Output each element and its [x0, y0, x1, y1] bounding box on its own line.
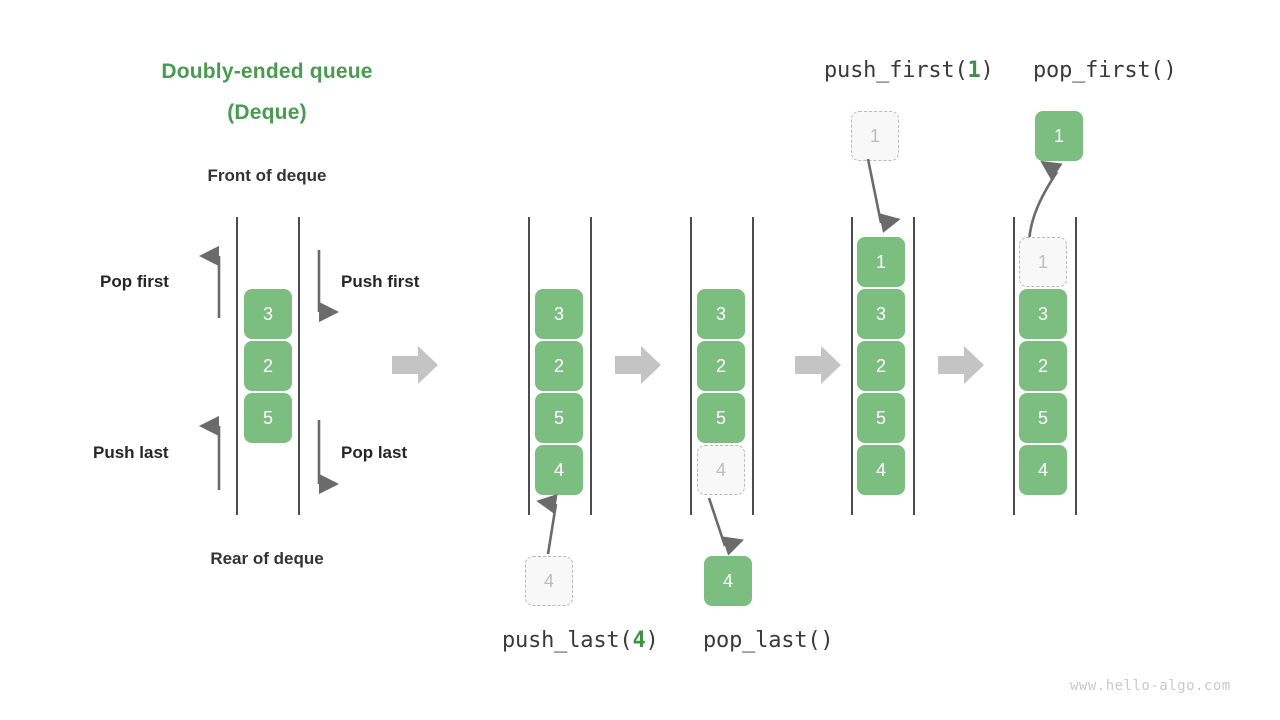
push-first-arrow-icon — [317, 250, 340, 323]
rail-right — [590, 217, 592, 515]
push-last-op-close: ) — [645, 628, 659, 653]
cell: 3 — [697, 289, 745, 339]
push-first-op-name: push_first( — [824, 58, 968, 83]
push-last-label: Push last — [93, 443, 169, 462]
cell: 5 — [244, 393, 292, 443]
cell: 1 — [857, 237, 905, 287]
floating-ghost-cell: 1 — [851, 111, 899, 161]
ghost-cell-in-rail: 4 — [697, 445, 745, 495]
cell: 2 — [1019, 341, 1067, 391]
rail-right — [298, 217, 300, 515]
push-first-label: Push first — [341, 272, 420, 291]
cell: 5 — [535, 393, 583, 443]
rail-left — [851, 217, 853, 515]
watermark: www.hello-algo.com — [1070, 678, 1231, 694]
cell: 2 — [697, 341, 745, 391]
cell: 2 — [535, 341, 583, 391]
cell: 2 — [244, 341, 292, 391]
pop-last-op-label: pop_last() — [703, 628, 834, 653]
ghost-cell-in-rail: 1 — [1019, 237, 1067, 287]
rail-right — [752, 217, 754, 515]
transition-arrow-icon — [392, 346, 438, 384]
pop-last-op-name: pop_last() — [703, 628, 834, 653]
rail-left — [1013, 217, 1015, 515]
push-first-op-close: ) — [980, 58, 994, 83]
transition-arrow-icon — [615, 346, 661, 384]
rail-right — [1075, 217, 1077, 515]
page-title-line1: Doubly-ended queue — [161, 60, 373, 83]
cell: 2 — [857, 341, 905, 391]
cell: 4 — [1019, 445, 1067, 495]
push-last-op-label: push_last(4) — [502, 628, 659, 653]
cell: 3 — [244, 289, 292, 339]
cell: 3 — [535, 289, 583, 339]
pop-first-label: Pop first — [100, 272, 169, 291]
pop-last-arrow-icon — [317, 420, 340, 495]
rail-left — [690, 217, 692, 515]
push-first-op-arg: 1 — [967, 58, 981, 83]
cell: 3 — [857, 289, 905, 339]
push-last-op-name: push_last( — [502, 628, 633, 653]
floating-ghost-cell: 4 — [525, 556, 573, 606]
rail-right — [913, 217, 915, 515]
pop-last-label: Pop last — [341, 443, 408, 462]
pop-first-op-label: pop_first() — [1033, 58, 1177, 83]
rear-of-deque-label: Rear of deque — [210, 549, 324, 568]
rail-left — [528, 217, 530, 515]
pop-first-op-name: pop_first() — [1033, 58, 1177, 83]
transition-arrow-icon — [795, 346, 841, 384]
push-last-arrow-icon — [198, 415, 221, 490]
cell: 5 — [1019, 393, 1067, 443]
cell: 5 — [697, 393, 745, 443]
front-of-deque-label: Front of deque — [207, 166, 327, 185]
push-first-op-label: push_first(1) — [824, 58, 994, 83]
cell: 3 — [1019, 289, 1067, 339]
floating-solid-cell: 1 — [1035, 111, 1083, 161]
pop-first-arrow-icon — [198, 245, 221, 318]
floating-solid-cell: 4 — [704, 556, 752, 606]
push-last-op-arg: 4 — [632, 628, 646, 653]
pop-last-motion-arrow-icon — [707, 497, 744, 556]
push-first-motion-arrow-icon — [866, 158, 901, 233]
cell: 4 — [857, 445, 905, 495]
rail-left — [236, 217, 238, 515]
cell: 5 — [857, 393, 905, 443]
cell: 4 — [535, 445, 583, 495]
transition-arrow-icon — [938, 346, 984, 384]
push-last-motion-arrow-icon — [536, 493, 558, 555]
page-title-line2: (Deque) — [227, 101, 307, 124]
